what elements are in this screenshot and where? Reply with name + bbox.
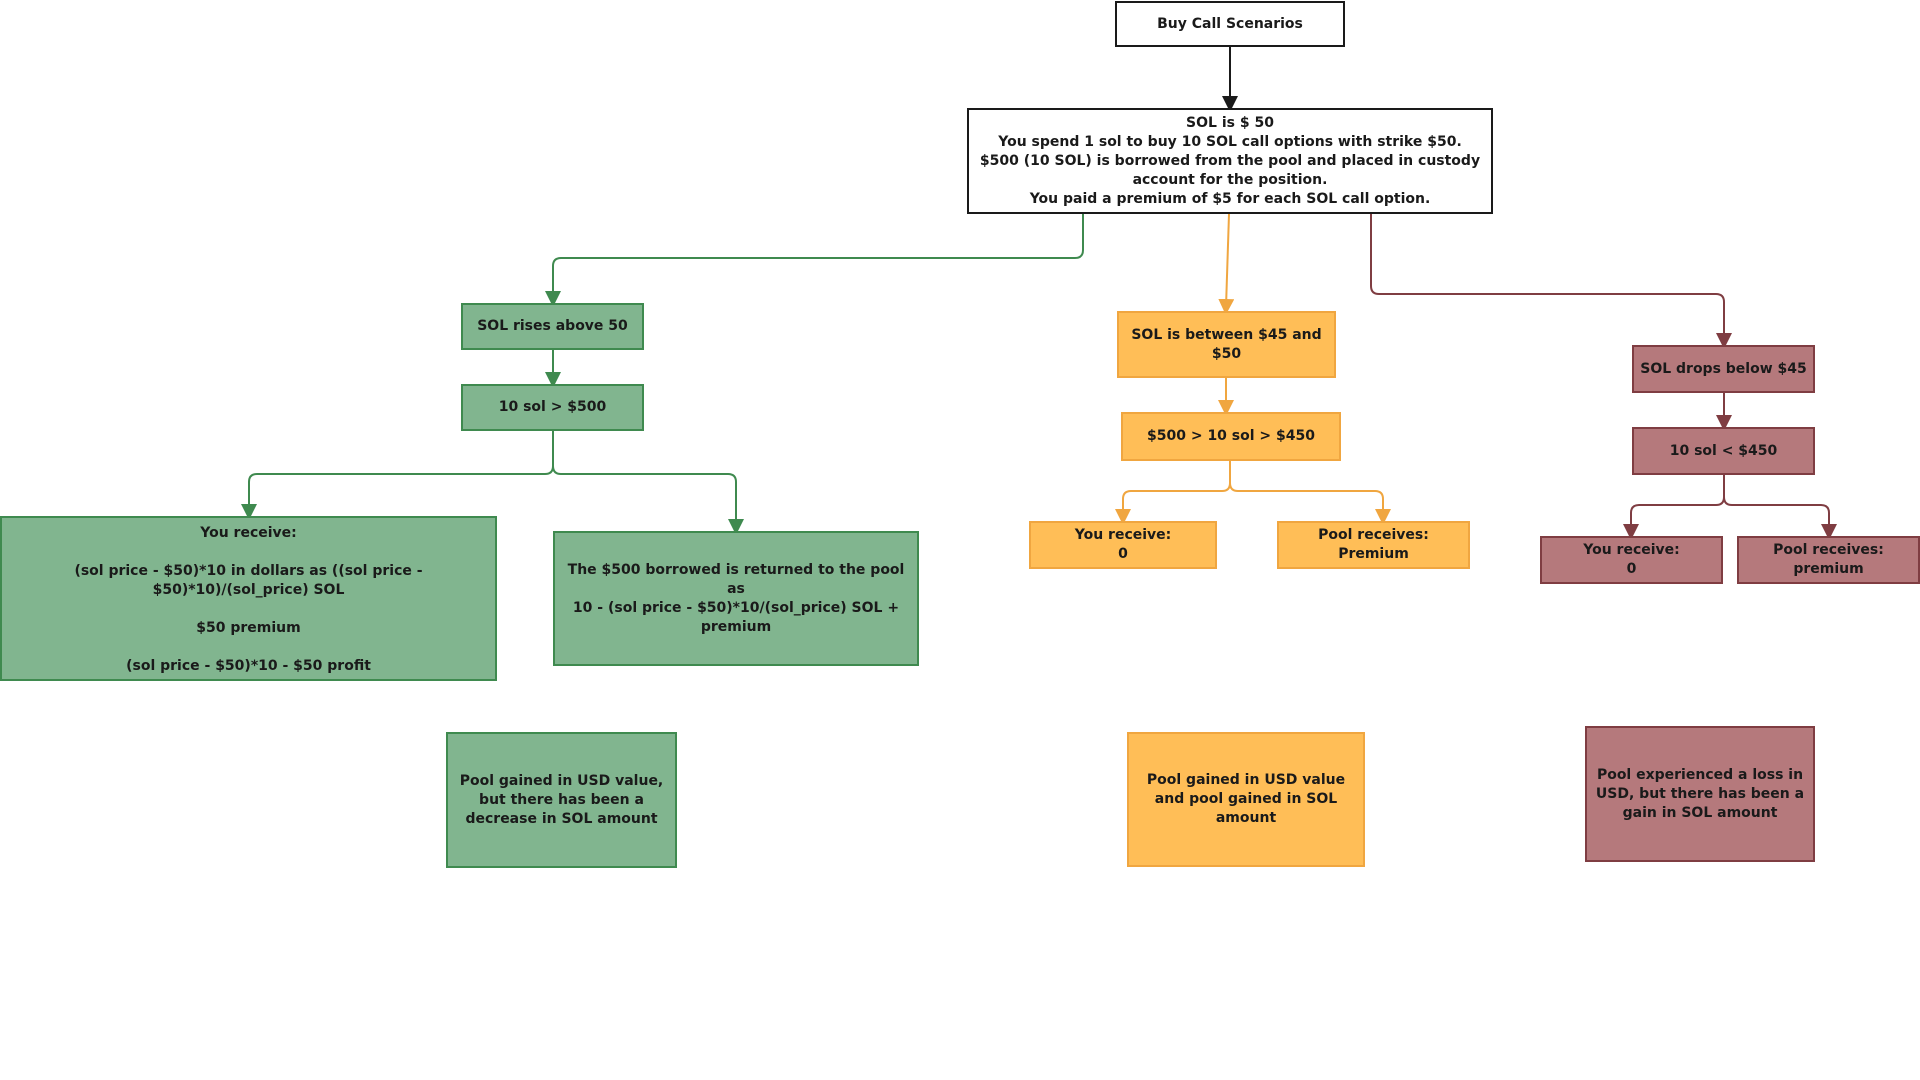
connector-rise-condition-to-pool [552, 465, 744, 535]
rise-summary-node: Pool gained in USD value, but there has … [446, 732, 677, 868]
connector-drop-condition-to-pool [1723, 496, 1837, 540]
connector-drop-condition-to-you [1623, 475, 1725, 540]
rise-you-receive-node: You receive: (sol price - $50)*10 in dol… [0, 516, 497, 681]
between-pool-receives-node: Pool receives: Premium [1277, 521, 1470, 569]
drop-pool-receives-node: Pool receives: premium [1737, 536, 1920, 584]
scenario-drop-node: SOL drops below $45 [1632, 345, 1815, 393]
connector-setup-to-drop [1370, 214, 1732, 349]
rise-pool-receives-node: The $500 borrowed is returned to the poo… [553, 531, 919, 666]
condition-drop-node: 10 sol < $450 [1632, 427, 1815, 475]
scenario-rise-node: SOL rises above 50 [461, 303, 644, 350]
condition-rise-node: 10 sol > $500 [461, 384, 644, 431]
between-you-receive-node: You receive: 0 [1029, 521, 1217, 569]
connector-setup-to-between [1218, 213, 1235, 315]
drop-you-receive-node: You receive: 0 [1540, 536, 1723, 584]
connector-setup-to-rise [545, 214, 1084, 307]
scenario-between-node: SOL is between $45 and $50 [1117, 311, 1336, 378]
connector-rise-condition-to-you [241, 431, 554, 520]
setup-node: SOL is $ 50 You spend 1 sol to buy 10 SO… [967, 108, 1493, 214]
between-summary-node: Pool gained in USD value and pool gained… [1127, 732, 1365, 867]
connector-between-condition-to-you [1115, 461, 1231, 525]
root-node-title: Buy Call Scenarios [1115, 1, 1345, 47]
condition-between-node: $500 > 10 sol > $450 [1121, 412, 1341, 461]
connector-between-condition-to-pool [1229, 482, 1391, 525]
drop-summary-node: Pool experienced a loss in USD, but ther… [1585, 726, 1815, 862]
